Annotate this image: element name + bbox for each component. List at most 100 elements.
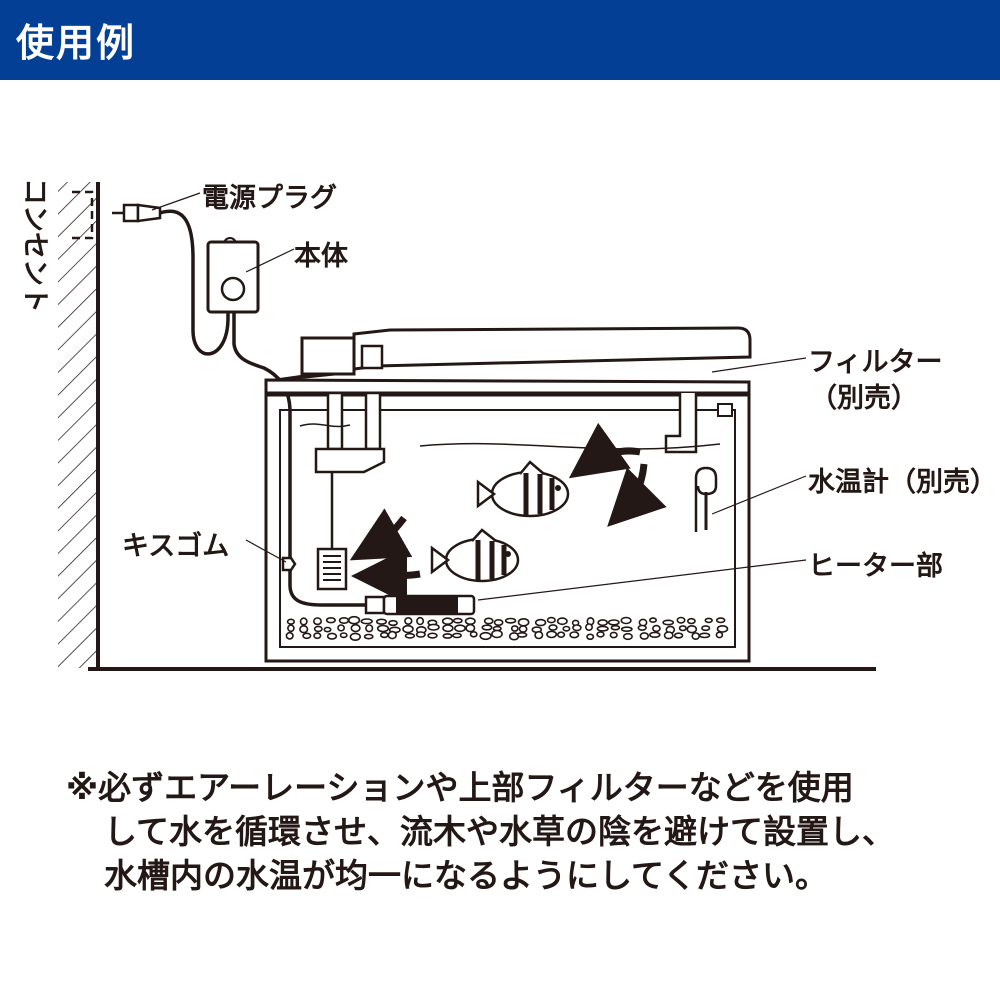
gravel-pebble bbox=[313, 632, 322, 640]
gravel-pebble bbox=[701, 625, 711, 632]
top-filter bbox=[264, 326, 752, 591]
gravel-pebble bbox=[678, 625, 687, 632]
water-surface bbox=[299, 423, 721, 450]
gravel-pebble bbox=[597, 619, 609, 627]
power-plug bbox=[112, 203, 162, 223]
label-filter: フィルター bbox=[808, 347, 943, 378]
gravel-pebble bbox=[572, 624, 582, 632]
gravel-pebble bbox=[715, 631, 724, 639]
gravel-pebble bbox=[349, 632, 361, 641]
gravel-pebble bbox=[556, 617, 568, 626]
gravel-pebble bbox=[404, 616, 413, 625]
gravel-pebble bbox=[481, 624, 493, 631]
gravel-pebble bbox=[637, 624, 647, 631]
gravel-pebble bbox=[493, 618, 504, 626]
gravel-pebble bbox=[442, 633, 453, 639]
gravel-pebble bbox=[517, 617, 530, 627]
gravel-pebble bbox=[387, 630, 397, 640]
gravel-pebble bbox=[404, 632, 416, 639]
gravel-pebble bbox=[715, 617, 726, 624]
gravel-pebble bbox=[622, 632, 633, 641]
leader-lines bbox=[151, 192, 807, 601]
gravel-pebble bbox=[596, 631, 605, 638]
gravel-pebble bbox=[442, 624, 454, 633]
gravel-pebble bbox=[491, 629, 503, 639]
gravel-pebble bbox=[479, 631, 492, 641]
gravel-pebble bbox=[465, 623, 476, 633]
gravel-pebble bbox=[548, 624, 558, 631]
gravel-pebble bbox=[402, 624, 414, 634]
gravel-pebble bbox=[609, 631, 618, 639]
gravel-pebble bbox=[556, 631, 566, 639]
power-cord bbox=[159, 209, 230, 356]
gravel-pebble bbox=[416, 616, 425, 626]
label-outlet: コンセント bbox=[19, 178, 50, 313]
gravel-pebble bbox=[452, 632, 462, 639]
gravel-pebble bbox=[325, 616, 336, 624]
gravel-pebble bbox=[337, 624, 345, 632]
gravel-pebble bbox=[562, 625, 571, 632]
gravel-pebble bbox=[427, 632, 438, 639]
label-power-plug: 電源プラグ bbox=[202, 183, 337, 214]
gravel-pebble bbox=[516, 632, 528, 638]
water-flow-arrows bbox=[349, 422, 667, 604]
outlet bbox=[72, 190, 94, 240]
gravel-pebble bbox=[388, 619, 398, 627]
note-line-3: 水槽内の水温が均一になるようにしてください。 bbox=[104, 856, 829, 895]
fish-upper bbox=[476, 460, 570, 518]
gravel-pebble bbox=[686, 624, 698, 634]
gravel-pebble bbox=[313, 625, 323, 633]
gravel-pebble bbox=[716, 625, 729, 633]
gravel-pebble bbox=[691, 632, 701, 640]
gravel-pebble bbox=[610, 624, 621, 631]
gravel-pebble bbox=[365, 624, 374, 633]
gravel-pebble bbox=[596, 625, 609, 632]
usage-note: ※必ずエアーレーションや上部フィルターなどを使用 して水を循環させ、流木や水草の… bbox=[66, 766, 966, 898]
gravel-bed bbox=[285, 615, 729, 641]
gravel-pebble bbox=[285, 631, 294, 640]
gravel-pebble bbox=[287, 624, 295, 633]
gravel-pebble bbox=[676, 616, 686, 624]
gravel-pebble bbox=[569, 631, 580, 639]
heater bbox=[364, 594, 476, 616]
gravel-pebble bbox=[302, 632, 312, 640]
label-thermometer: 水温計（別売） bbox=[808, 467, 997, 498]
gravel-pebble bbox=[648, 631, 661, 638]
gravel-pebble bbox=[652, 624, 661, 633]
gravel-pebble bbox=[639, 632, 649, 640]
gravel-pebble bbox=[546, 616, 556, 624]
gravel-pebble bbox=[510, 625, 519, 632]
gravel-pebble bbox=[360, 618, 373, 625]
gravel-pebble bbox=[607, 619, 620, 626]
page-title: 使用例 bbox=[16, 21, 137, 65]
gravel-pebble bbox=[483, 617, 494, 625]
controller-body bbox=[206, 237, 260, 314]
label-suction-cup: キスゴム bbox=[122, 531, 230, 562]
gravel-pebble bbox=[312, 617, 322, 626]
wall bbox=[58, 182, 100, 670]
water-thermometer bbox=[694, 466, 718, 532]
gravel-pebble bbox=[415, 631, 426, 638]
gravel-pebble bbox=[704, 617, 713, 624]
gravel-pebble bbox=[586, 633, 595, 641]
header-bar: 使用例 bbox=[0, 0, 1000, 80]
gravel-pebble bbox=[620, 626, 633, 633]
gravel-pebble bbox=[662, 619, 675, 626]
aquarium-tank bbox=[264, 393, 751, 663]
gravel-pebble bbox=[504, 617, 517, 624]
label-filter-sold-separately: （別売） bbox=[810, 383, 918, 414]
gravel-pebble bbox=[441, 617, 454, 626]
gravel-pebble bbox=[453, 624, 466, 633]
gravel-pebble bbox=[348, 615, 361, 625]
gravel-pebble bbox=[663, 631, 674, 640]
gravel-pebble bbox=[518, 625, 528, 633]
gravel-pebble bbox=[363, 633, 374, 640]
note-line-2: して水を循環させ、流木や水草の陰を避けて設置し、 bbox=[104, 812, 896, 851]
gravel-pebble bbox=[673, 632, 684, 639]
gravel-pebble bbox=[469, 630, 478, 638]
gravel-pebble bbox=[534, 618, 547, 627]
gravel-pebble bbox=[338, 616, 350, 624]
gravel-pebble bbox=[286, 618, 296, 625]
gravel-pebble bbox=[299, 617, 308, 626]
gravel-pebble bbox=[376, 624, 390, 633]
